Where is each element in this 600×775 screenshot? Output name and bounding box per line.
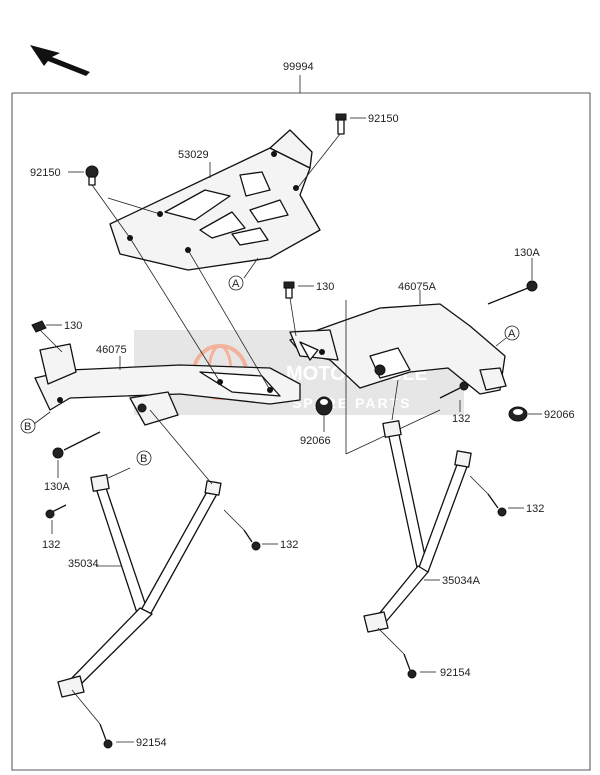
bolt-130a-right [487,280,538,305]
label-stay-right: 35034A [442,575,481,587]
assembly-frame [11,75,591,771]
callout-a-plate [228,275,244,291]
label-bolt-left: 92150 [30,167,61,179]
right-bracket [289,303,507,395]
label-bolt-132-right: 132 [526,503,544,515]
bolt-132-right [487,493,507,517]
bolt-130a-left [52,431,101,459]
bolt-92154-right [403,653,417,679]
label-bolt-130-right: 130 [316,281,334,293]
bolt-132-right-top [439,381,469,399]
bolt-132-mid [243,529,261,551]
label-bolt-132-left: 132 [42,539,60,551]
callout-a-right-text: A [508,328,516,340]
label-plate: 53029 [178,149,209,161]
callout-a-right [504,325,520,341]
callout-a-plate-text: A [232,278,240,290]
label-bolt-132-right-top: 132 [452,413,470,425]
left-stay [57,409,222,698]
bolt-92154-left [99,723,113,749]
label-bolt-132-mid: 132 [280,539,298,551]
grommet-92066-mid [315,396,333,416]
bolt-92150-top [295,113,347,191]
left-bracket [34,343,301,426]
grommet-92066-right [508,406,528,422]
label-bolt-130a-right: 130A [514,247,540,259]
label-bolt-92154-right: 92154 [440,667,471,679]
label-bolt-130-left: 130 [64,320,82,332]
label-stay-left: 35034 [68,558,99,570]
callout-b-left [20,418,36,434]
bolt-130-right [283,281,297,337]
right-stay [363,379,472,633]
callout-b-stay [136,450,152,466]
bolt-130-left [31,320,63,353]
bolt-92150-left [85,165,161,239]
label-grommet-mid: 92066 [300,435,331,447]
carrier-plate [109,129,321,271]
label-bracket-right: 46075A [398,281,437,293]
label-bolt-130a-left: 130A [44,481,70,493]
label-bolt-92154-left: 92154 [136,737,167,749]
bolt-132-left [45,504,67,519]
callout-b-stay-text: B [140,453,147,465]
label-grommet-right: 92066 [544,409,575,421]
front-arrow-icon [30,45,90,76]
label-bracket-left: 46075 [96,344,127,356]
assembly-number: 99994 [283,61,314,73]
callout-b-left-text: B [24,421,31,433]
label-bolt-top: 92150 [368,113,399,125]
